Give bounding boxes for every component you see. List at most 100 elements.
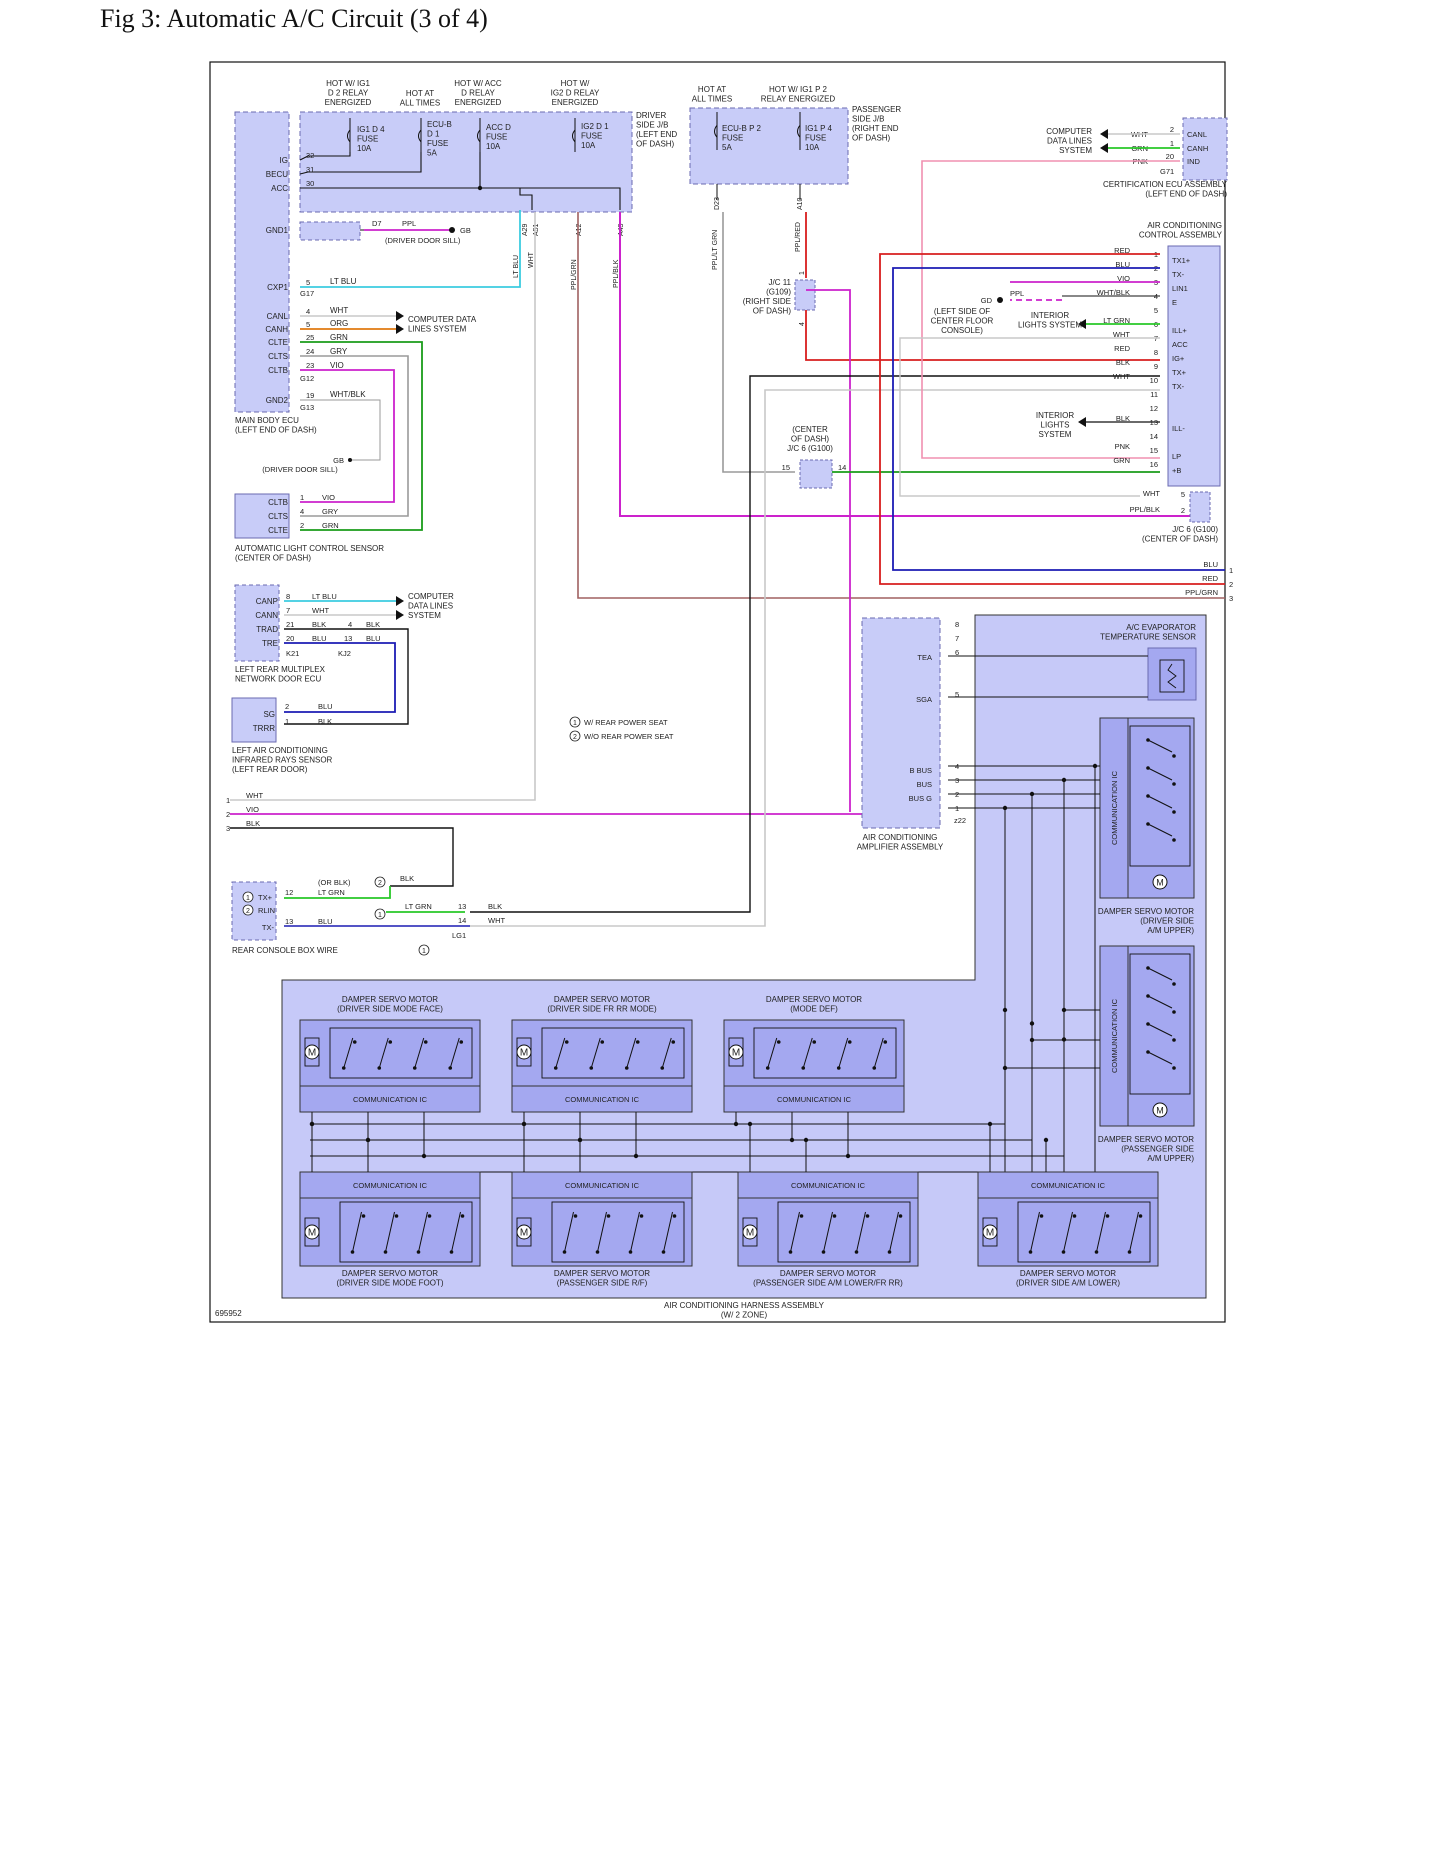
- label: 13: [285, 917, 293, 926]
- label: LP: [1172, 452, 1181, 461]
- label: COMPUTER: [408, 592, 454, 601]
- label: 20: [286, 634, 294, 643]
- label: E: [1172, 298, 1177, 307]
- label: 2: [300, 521, 304, 530]
- splice-dot: [394, 1214, 399, 1218]
- splice-dot: [898, 1214, 903, 1218]
- label: LT BLU: [330, 277, 357, 286]
- splice-dot: [1172, 1010, 1176, 1014]
- splice-dot: [1092, 763, 1098, 769]
- connector-label: G13: [300, 403, 314, 412]
- label: 13: [458, 902, 466, 911]
- communication-ic: [737, 1171, 919, 1199]
- label: GRY: [330, 347, 348, 356]
- label: 5: [1181, 490, 1185, 499]
- splice-dot: [361, 1214, 366, 1218]
- motor-label: M: [308, 1228, 316, 1239]
- mbe-pin-label: CANL: [267, 312, 289, 321]
- wire: [284, 642, 396, 713]
- label: 16: [1150, 460, 1158, 469]
- label: IG1 P 4: [805, 124, 833, 133]
- switch-frame: [777, 1201, 911, 1263]
- arrow-icon: [1100, 143, 1108, 153]
- left-rear-multiplex-ecu: [234, 584, 280, 662]
- communication-ic: [1099, 717, 1129, 899]
- label: (DRIVER SIDE FR RR MODE): [547, 1005, 657, 1014]
- splice-dot: [633, 1153, 639, 1159]
- splice-dot: [348, 458, 352, 462]
- label: DAMPER SERVO MOTOR: [766, 995, 862, 1004]
- switch-contact: [451, 1211, 461, 1253]
- mbe-pin-number: 5: [306, 320, 310, 329]
- label: FUSE: [581, 132, 602, 141]
- splice-dot: [423, 1040, 428, 1044]
- label: G71: [1160, 167, 1174, 176]
- label: LT GRN: [405, 902, 432, 911]
- splice-dot: [1172, 982, 1176, 986]
- label: (DRIVER DOOR SILL): [385, 236, 461, 245]
- label: HOT W/: [561, 79, 591, 88]
- label: LT BLU: [312, 592, 337, 601]
- label: (CENTER: [792, 425, 828, 434]
- switch-frame: [753, 1027, 897, 1079]
- splice-dot: [799, 1214, 804, 1218]
- mbe-pin-label: CXP1: [267, 283, 288, 292]
- switch-contact: [838, 1037, 849, 1069]
- option-mark: [569, 716, 581, 728]
- splice-dot: [1043, 1137, 1049, 1143]
- wire: [899, 337, 1160, 497]
- jb-connector-label: A51: [533, 223, 540, 236]
- label: TX+: [1172, 368, 1187, 377]
- label: HOT W/ IG1: [326, 79, 370, 88]
- label: INTERIOR: [1036, 411, 1074, 420]
- motor-icon: [304, 1224, 320, 1240]
- switch-contact: [590, 1037, 601, 1069]
- switch-contact: [823, 1211, 833, 1253]
- switch-frame: [1129, 725, 1191, 867]
- splice-dot: [564, 1040, 569, 1044]
- switch-contact: [378, 1037, 389, 1069]
- label: A/C EVAPORATOR: [1126, 623, 1196, 632]
- communication-ic-label: COMMUNICATION IC: [777, 1095, 852, 1104]
- label: AUTOMATIC LIGHT CONTROL SENSOR: [235, 544, 384, 553]
- label: GD: [981, 296, 993, 305]
- label: ORG: [330, 319, 348, 328]
- label: PPL/BLK: [1130, 505, 1160, 514]
- jb-connector-label: A43: [618, 223, 625, 236]
- splice-dot: [352, 1040, 357, 1044]
- label: NETWORK DOOR ECU: [235, 675, 321, 684]
- wire: [308, 152, 422, 173]
- wire: [300, 369, 395, 503]
- motor-icon: [742, 1224, 758, 1240]
- label: B BUS: [909, 766, 932, 775]
- label: D7: [372, 219, 382, 228]
- arrow-icon: [396, 311, 404, 321]
- label: (MODE DEF): [790, 1005, 838, 1014]
- mbe-pin-number: 23: [306, 361, 314, 370]
- switch-contact: [343, 1037, 354, 1069]
- arrow-icon: [396, 610, 404, 620]
- splice-dot: [832, 1214, 837, 1218]
- mbe-pin-number: 4: [306, 307, 310, 316]
- switch-contact: [661, 1037, 672, 1069]
- switch-frame: [329, 1027, 473, 1079]
- label: BUS G: [909, 794, 933, 803]
- label: AIR CONDITIONING: [1147, 221, 1222, 230]
- label: IG+: [1172, 354, 1185, 363]
- label: 15: [782, 463, 790, 472]
- junction-connector-jc11: [794, 279, 816, 311]
- fuse-icon: [477, 129, 481, 143]
- splice-dot: [1061, 1007, 1067, 1013]
- option-mark: [374, 908, 386, 920]
- splice-dot: [388, 1040, 393, 1044]
- label: 2: [226, 810, 230, 819]
- splice-dot: [309, 1121, 315, 1127]
- label: (G109): [766, 288, 791, 297]
- label: VIO: [1117, 274, 1130, 283]
- label: BLU: [318, 702, 333, 711]
- arrow-icon: [396, 596, 404, 606]
- label: LT GRN: [318, 888, 345, 897]
- label: ECU-B: [427, 120, 452, 129]
- label: 2: [1229, 580, 1233, 589]
- label: (LEFT END OF DASH): [1145, 190, 1227, 199]
